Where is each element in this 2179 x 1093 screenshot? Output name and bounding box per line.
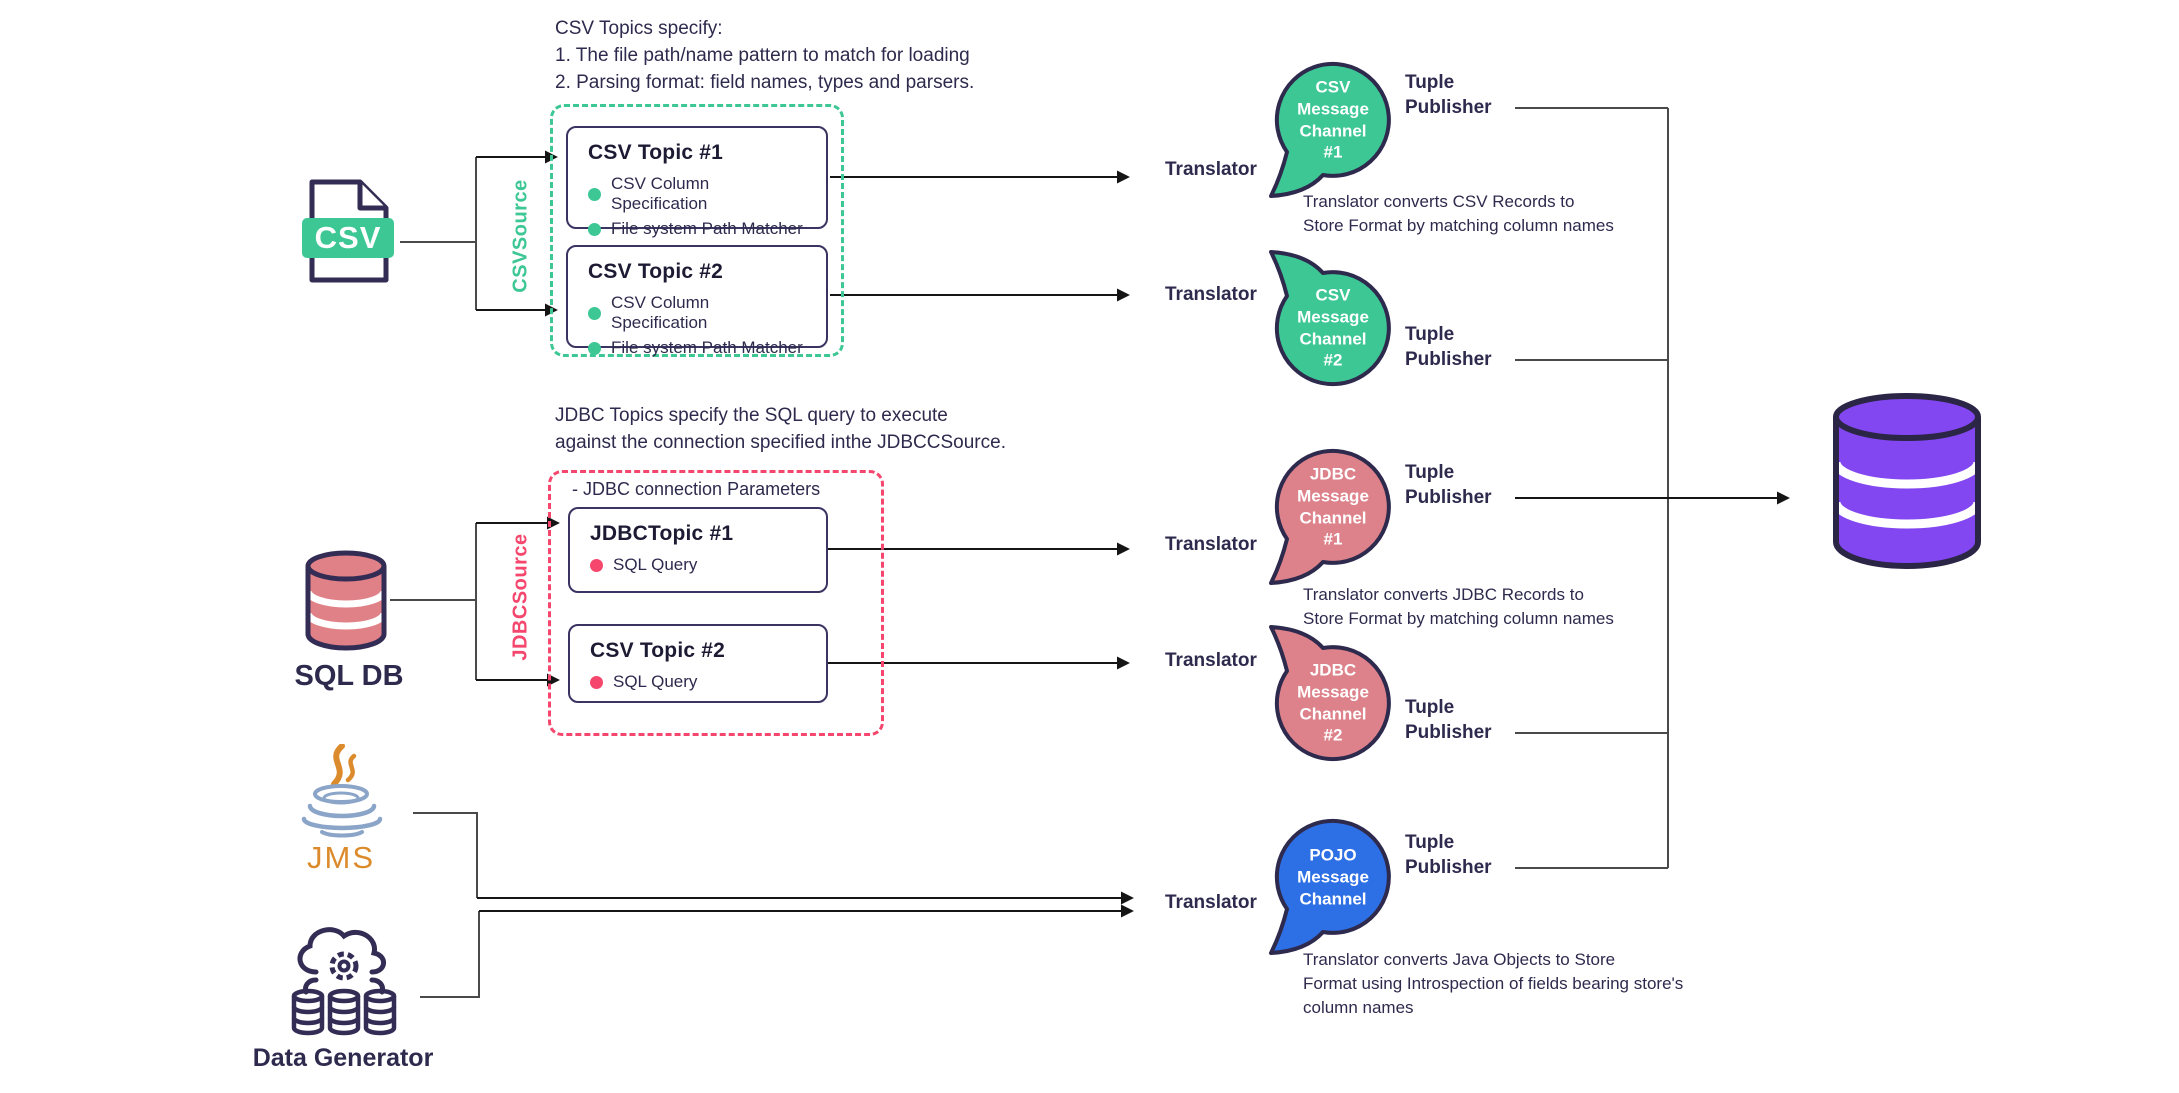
java-logo-icon [301, 743, 383, 838]
jdbc-connection-note: - JDBC connection Parameters [572, 479, 821, 499]
jms-icon: JMS [296, 743, 386, 875]
bullet-label: CSV Column Specification [611, 293, 710, 332]
speech-bubble-icon [1269, 625, 1391, 762]
csv-topic-1-box: CSV Topic #1 CSV Column Specification Fi… [566, 126, 828, 238]
csv-translator-caption: Translator converts CSV Records to Store… [1303, 192, 1614, 236]
jdbc-topic-2-box: CSV Topic #2 SQL Query [568, 624, 828, 703]
csv-topic-2-bullet-2: File system Path Matcher [588, 338, 808, 358]
data-generator-label: Data Generator [252, 1044, 434, 1072]
translator-label-4: Translator [1165, 650, 1257, 671]
csv-topic-1-bullet-2: File system Path Matcher [588, 219, 808, 239]
jdbc-topic-2-bullet-1: SQL Query [590, 672, 808, 692]
csv-topic-1-bullet-1: CSV Column Specification [588, 174, 808, 214]
tuple-publisher-label-3: Tuple Publisher [1405, 462, 1492, 509]
csv-source-label: CSVSource [509, 179, 532, 293]
pojo-translator-caption: Translator converts Java Objects to Stor… [1303, 950, 1684, 1018]
speech-bubble-icon [1269, 61, 1391, 198]
speech-bubble-icon [1269, 818, 1391, 955]
red-dot-icon [590, 675, 603, 689]
translator-label-2: Translator [1165, 284, 1257, 305]
csv-message-channel-2-bubble: CSV Message Channel #2 [1251, 244, 1401, 399]
sql-db-icon [304, 550, 388, 651]
jdbc-topic-1-title: JDBCTopic #1 [590, 522, 734, 545]
csv-source-group [550, 104, 844, 357]
bullet-label: SQL Query [613, 672, 698, 691]
jdbc-topic-2-title: CSV Topic #2 [590, 639, 726, 662]
jdbc-source-label: JDBCSource [509, 533, 532, 661]
jdbc-message-channel-2-bubble: JDBC Message Channel #2 [1251, 619, 1401, 774]
bullet-label: File system Path Matcher [611, 219, 803, 238]
speech-bubble-icon [1269, 250, 1391, 387]
channel-label: JDBC Message Channel #1 [1297, 464, 1369, 549]
speech-bubble-icon [1269, 448, 1391, 585]
jdbc-topic-1-box: JDBCTopic #1 SQL Query [568, 507, 828, 593]
channel-label: CSV Message Channel #1 [1297, 77, 1369, 162]
jdbc-section-note: JDBC Topics specify the SQL query to exe… [555, 405, 1006, 453]
tuple-publisher-label-5: Tuple Publisher [1405, 832, 1492, 879]
bullet-label: CSV Column Specification [611, 174, 710, 213]
bullet-label: SQL Query [613, 555, 698, 574]
jms-label: JMS [307, 840, 375, 875]
channel-label: CSV Message Channel #2 [1297, 285, 1369, 370]
bullet-label: File system Path Matcher [611, 338, 803, 357]
translator-label-5: Translator [1165, 892, 1257, 913]
store-db-icon [1831, 393, 1983, 569]
green-dot-icon [588, 222, 601, 236]
csv-file-icon: CSV [302, 178, 397, 286]
pojo-message-channel-bubble: POJO Message Channel [1251, 811, 1401, 966]
csv-topic-1-title: CSV Topic #1 [588, 141, 724, 164]
red-dot-icon [590, 558, 603, 572]
green-dot-icon [588, 187, 601, 201]
tuple-publisher-label-2: Tuple Publisher [1405, 324, 1492, 371]
sql-db-label: SQL DB [294, 660, 404, 692]
csv-topic-2-title: CSV Topic #2 [588, 260, 724, 283]
jdbc-topic-1-bullet-1: SQL Query [590, 555, 808, 575]
jdbc-source-group [548, 470, 884, 736]
translator-label-1: Translator [1165, 159, 1257, 180]
jdbc-message-channel-1-bubble: JDBC Message Channel #1 [1251, 441, 1401, 596]
data-generator-icon [291, 927, 397, 1036]
csv-message-channel-1-bubble: CSV Message Channel #1 [1251, 54, 1401, 209]
tuple-publisher-label-1: Tuple Publisher [1405, 72, 1492, 119]
green-dot-icon [588, 306, 601, 320]
csv-section-note: CSV Topics specify: 1. The file path/nam… [555, 18, 975, 93]
tuple-publisher-label-4: Tuple Publisher [1405, 697, 1492, 744]
csv-topic-2-box: CSV Topic #2 CSV Column Specification Fi… [566, 245, 828, 357]
channel-label: JDBC Message Channel #2 [1297, 660, 1369, 745]
csv-badge: CSV [302, 218, 394, 258]
csv-topic-2-bullet-1: CSV Column Specification [588, 293, 808, 333]
green-dot-icon [588, 341, 601, 355]
translator-label-3: Translator [1165, 534, 1257, 555]
channel-label: POJO Message Channel [1297, 845, 1369, 908]
jdbc-translator-caption: Translator converts JDBC Records to Stor… [1303, 585, 1614, 629]
